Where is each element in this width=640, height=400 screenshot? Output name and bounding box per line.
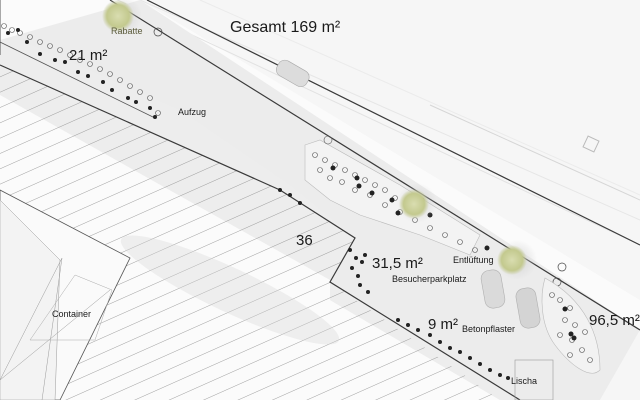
planting-bed-96-5 [541, 277, 601, 374]
building-36 [0, 64, 521, 400]
label-besucherparkplatz: Besucherparkplatz [392, 274, 467, 284]
area-label-31-5: 31,5 m² [372, 255, 423, 272]
planting-strip-9 [396, 318, 510, 380]
label-lischa: Lischa [511, 376, 538, 386]
street-car [276, 59, 310, 88]
area-label-96-5: 96,5 m² [589, 312, 640, 329]
label-betonpflaster: Betonpflaster [462, 324, 516, 334]
planting-strip-building [278, 188, 370, 294]
street [116, 0, 640, 400]
planting-strip-21 [1, 23, 161, 119]
lischa-box [514, 359, 554, 400]
visitor-cars [480, 269, 541, 329]
tree-entlueftung [397, 183, 437, 223]
label-building-number: 36 [296, 232, 313, 249]
label-rabatte: Rabatte [111, 26, 143, 36]
curb-lines [0, 0, 640, 331]
area-label-21: 21 m² [69, 47, 108, 64]
container-building [0, 189, 131, 400]
tree-right [497, 240, 567, 287]
tree-rabatte [102, 0, 163, 37]
planting-bed-31-5 [304, 135, 490, 256]
label-aufzug: Aufzug [178, 107, 207, 117]
label-entlueftung: Entlüftung [453, 255, 494, 265]
area-label-9: 9 m² [428, 316, 458, 333]
label-container: Container [52, 309, 92, 319]
total-area-title: Gesamt 169 m² [230, 19, 341, 36]
